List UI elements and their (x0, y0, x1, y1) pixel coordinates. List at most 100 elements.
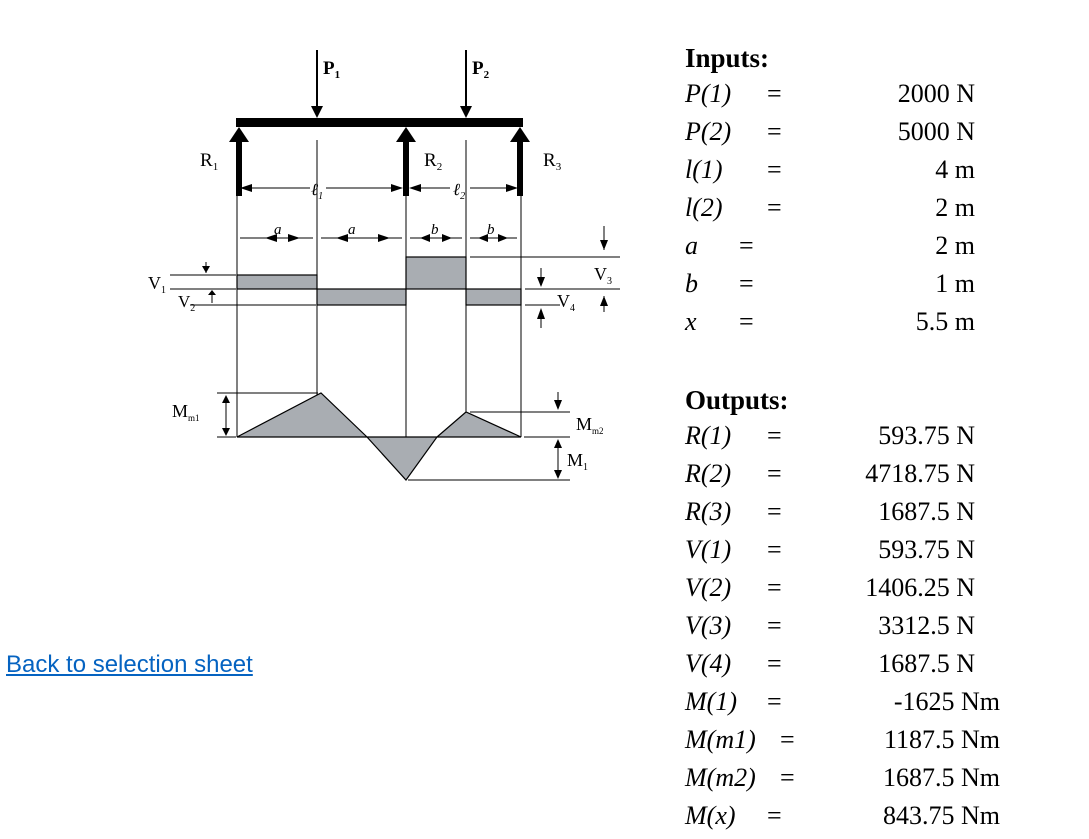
inputs-row: l(2)=2 m (685, 193, 1005, 231)
inputs-row: P(1)=2000 N (685, 79, 1005, 117)
inputs-value: 5000 N (897, 117, 975, 146)
equals-sign: = (739, 307, 754, 336)
equals-sign: = (767, 421, 782, 450)
dimension-l (240, 184, 518, 192)
beam (236, 118, 523, 127)
v3-label: V3 (594, 264, 612, 287)
inputs-row: x = 5.5 m (685, 307, 1005, 345)
m1-label: M1 (567, 450, 588, 473)
r3-label: R3 (543, 150, 562, 173)
outputs-label: V(4) (685, 649, 732, 678)
load-p1-arrow (311, 50, 323, 118)
inputs-value: 1 m (935, 269, 975, 298)
inputs-value: 2000 N (897, 79, 975, 108)
outputs-label: R(2) (685, 459, 732, 488)
l1-label: ℓ1 (311, 180, 323, 202)
outputs-value: 3312.5 N (878, 611, 975, 640)
inputs-title: Inputs: (685, 43, 770, 73)
inputs-label: P(2) (685, 117, 732, 146)
outputs-label: V(1) (685, 535, 732, 564)
inputs-label: b (685, 269, 698, 298)
inputs-label: x (685, 307, 697, 336)
equals-sign: = (767, 497, 782, 526)
r1-label: R1 (200, 150, 218, 173)
v2-label: V2 (178, 292, 195, 314)
outputs-row: V(3) = 3312.5 N (685, 611, 1005, 649)
a2-label: a (348, 222, 356, 238)
outputs-value: 1687.5 N (878, 497, 975, 526)
reaction-r2-arrow (396, 127, 416, 196)
p2-label: P2 (472, 58, 490, 81)
dimension-ab-arrows (265, 234, 508, 242)
moment-dim (217, 392, 570, 481)
outputs-title: Outputs: (685, 385, 789, 415)
a1-label: a (274, 222, 282, 238)
inputs-row: P(2) = 5000 N (685, 117, 1005, 155)
outputs-value: 1687.5 N (878, 649, 975, 678)
outputs-row: V(2) = 1406.25 N (685, 573, 1005, 611)
equals-sign: = (739, 231, 754, 260)
r2-label: R2 (424, 150, 442, 173)
equals-sign: = (767, 117, 782, 146)
equals-sign: = (767, 687, 782, 716)
inputs-row: a = 2 m (685, 231, 1005, 269)
back-to-selection-link[interactable]: Back to selection sheet (6, 651, 253, 678)
inputs-row: b = 1 m (685, 269, 1005, 307)
shear-diagram (236, 256, 522, 306)
outputs-label: M(m1) (685, 725, 756, 754)
outputs-value: 4718.75 N (865, 459, 975, 488)
inputs-value: 5.5 m (915, 307, 975, 336)
inputs-label: a (685, 231, 698, 260)
b2-label: b (487, 222, 495, 238)
outputs-row: M(m2) = 1687.5 Nm (685, 763, 1005, 801)
equals-sign: = (767, 801, 782, 830)
outputs-value: 1687.5 Nm (883, 763, 1000, 792)
outputs-value: 1187.5 Nm (883, 725, 1000, 754)
outputs-row: V(4) = 1687.5 N (685, 649, 1005, 687)
outputs-row: M(m1)=1187.5 Nm (685, 725, 1005, 763)
inputs-value: 4 m (935, 155, 975, 184)
outputs-value: 843.75 Nm (883, 801, 1000, 830)
equals-sign: = (767, 155, 782, 184)
mm1-label: Mm1 (172, 401, 200, 423)
inputs-label: l(2) (685, 193, 723, 222)
equals-sign: = (780, 763, 795, 792)
moment-diagram (236, 392, 522, 481)
outputs-row: R(1) = 593.75 N (685, 421, 1005, 459)
outputs-row: M(x) = 843.75 Nm (685, 801, 1005, 839)
v1-label: V1 (148, 273, 166, 296)
outputs-row: V(1) = 593.75 N (685, 535, 1005, 573)
outputs-label: V(3) (685, 611, 732, 640)
reaction-r1-arrow (229, 127, 249, 196)
equals-sign: = (767, 611, 782, 640)
outputs-row: R(3) = 1687.5 N (685, 497, 1005, 535)
inputs-row: l(1) = 4 m (685, 155, 1005, 193)
reaction-r3-arrow (510, 127, 530, 196)
b1-label: b (431, 222, 439, 238)
outputs-value: 1406.25 N (865, 573, 975, 602)
outputs-value: 593.75 N (878, 535, 975, 564)
l2-label: ℓ2 (453, 180, 465, 202)
inputs-label: l(1) (685, 155, 723, 184)
equals-sign: = (739, 269, 754, 298)
outputs-value: 593.75 N (878, 421, 975, 450)
equals-sign: = (767, 649, 782, 678)
equals-sign: = (767, 573, 782, 602)
outputs-label: V(2) (685, 573, 732, 602)
inputs-value: 2 m (935, 231, 975, 260)
outputs-label: M(1) (685, 687, 737, 716)
inputs-label: P(1) (685, 79, 732, 108)
load-p2-arrow (460, 50, 472, 118)
v4-label: V4 (557, 291, 575, 314)
outputs-label: M(m2) (685, 763, 756, 792)
equals-sign: = (767, 535, 782, 564)
mm2-label: Mm2 (576, 414, 604, 436)
outputs-label: R(1) (685, 421, 732, 450)
p1-label: P1 (323, 58, 340, 81)
outputs-label: R(3) (685, 497, 732, 526)
outputs-row: M(1) = -1625 Nm (685, 687, 1005, 725)
inputs-value: 2 m (935, 193, 975, 222)
outputs-value: -1625 Nm (893, 687, 1000, 716)
equals-sign: = (767, 459, 782, 488)
outputs-label: M(x) (685, 801, 736, 830)
